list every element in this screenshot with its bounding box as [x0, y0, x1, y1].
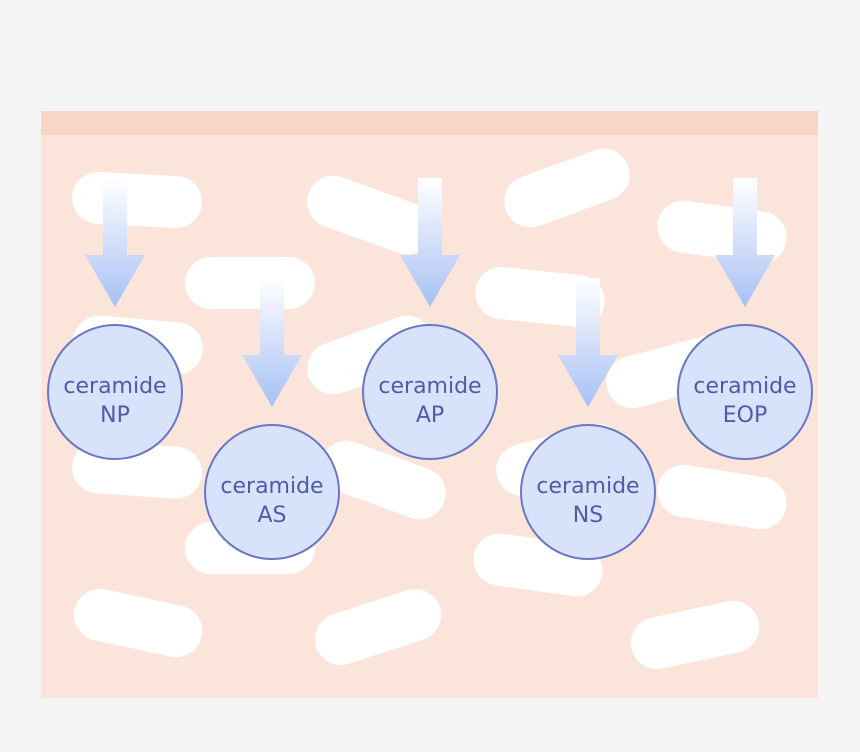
ceramide-label: ceramide: [378, 374, 481, 399]
ceramide-type: NP: [100, 403, 130, 428]
arrows: [85, 178, 775, 407]
lipid-pill: [630, 600, 760, 670]
ceramide-circle: [47, 324, 183, 460]
lipid-pill: [185, 257, 315, 309]
down-arrow-icon: [400, 178, 460, 307]
ceramide-label: ceramide: [220, 474, 323, 499]
down-arrow-icon: [242, 278, 302, 407]
lipid-pill: [320, 440, 446, 520]
lipid-pill: [475, 266, 605, 328]
lipid-pill: [504, 148, 630, 228]
ceramide-circle: [362, 324, 498, 460]
ceramide-label: ceramide: [693, 374, 796, 399]
ceramide-circle: [204, 424, 340, 560]
ceramide-type: AP: [416, 403, 444, 428]
ceramide-type: AS: [257, 503, 286, 528]
ceramide-circle: [520, 424, 656, 560]
ceramide-type: EOP: [723, 403, 767, 428]
lipid-pill: [657, 464, 787, 530]
ceramide-label: ceramide: [536, 474, 639, 499]
lipid-pill: [73, 588, 203, 658]
ceramide-circles: ceramideNPceramideASceramideAPceramideNS…: [47, 324, 813, 560]
down-arrow-icon: [715, 178, 775, 307]
down-arrow-icon: [85, 178, 145, 307]
lipid-pill: [72, 171, 202, 229]
ceramide-label: ceramide: [63, 374, 166, 399]
ceramide-circle: [677, 324, 813, 460]
down-arrow-icon: [558, 278, 618, 407]
lipid-pill: [314, 588, 442, 666]
skin-surface-band: [41, 111, 818, 135]
ceramide-type: NS: [573, 503, 603, 528]
lipid-pill: [307, 175, 433, 255]
